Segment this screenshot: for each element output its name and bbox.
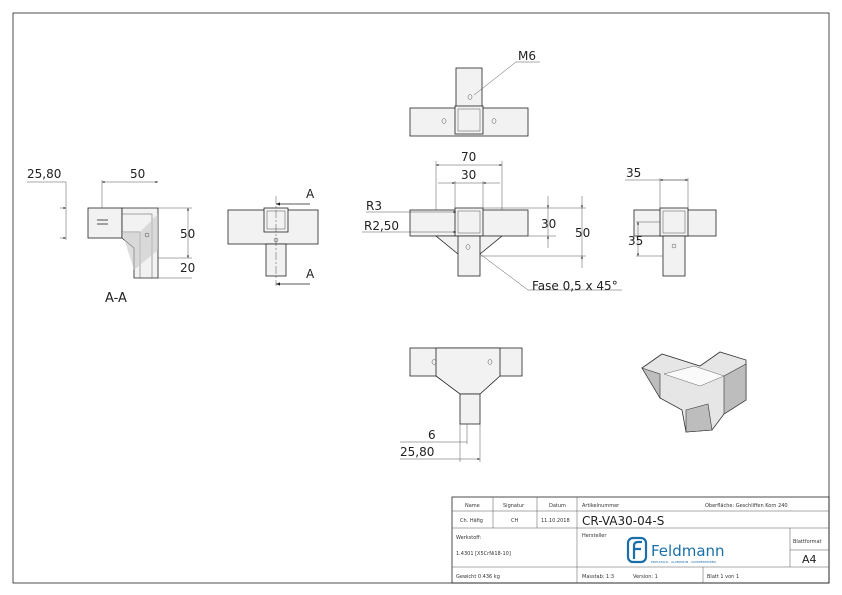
name-value: Ch. Häfig [460, 518, 483, 524]
dim-30-width: 30 [461, 168, 476, 182]
feldmann-logo: Feldmann EDELSTAHL · ALUMINIUM · SCHMIED… [626, 536, 725, 564]
thread-label: M6 [518, 49, 536, 63]
werkstoff-value: 1.4301 [X5CrNi18-10] [456, 551, 511, 557]
artikelnummer-label: Artikelnummer [582, 503, 620, 509]
section-marker-top: A [306, 187, 315, 201]
signatur-value: CH [511, 518, 518, 524]
front-view: 70 30 R3 R2,50 30 50 Fase 0,5 x 45° [362, 150, 622, 293]
logo-text: Feldmann [651, 542, 725, 560]
signatur-label: Signatur [503, 503, 525, 509]
version: Version: 1 [633, 574, 658, 580]
oberflaeche: Oberfläche: Geschliffen Korn 240 [705, 503, 788, 509]
logo-subtext: EDELSTAHL · ALUMINIUM · SCHMIEDEEISEN [651, 560, 716, 564]
gewicht: Gewicht 0.436 kg [456, 574, 500, 580]
dim-20: 20 [180, 261, 195, 275]
datum-value: 11.10.2018 [541, 518, 570, 524]
bottom-view: 6 25,80 [400, 347, 523, 462]
dim-6: 6 [428, 428, 436, 442]
dim-50-top: 50 [130, 167, 145, 181]
blatt: Blatt 1 von 1 [707, 574, 739, 580]
datum-label: Datum [549, 503, 566, 509]
dim-30-height: 30 [541, 217, 556, 231]
section-label: A-A [105, 291, 127, 306]
section-view-a-a: 25,80 50 50 20 A-A [27, 167, 195, 306]
dim-50-side: 50 [180, 227, 195, 241]
side-view-left: A A [227, 187, 319, 286]
top-view: M6 [409, 49, 540, 137]
title-block: Name Signatur Datum Ch. Häfig CH 11.10.2… [451, 496, 830, 584]
dim-35-height: 35 [628, 234, 643, 248]
artikelnummer-value: CR-VA30-04-S [582, 514, 664, 528]
masstab: Masstab: 1:3 [582, 574, 614, 580]
sheet-border [12, 12, 830, 584]
radius-r2-50: R2,50 [364, 219, 399, 233]
dim-25-80: 25,80 [27, 167, 61, 181]
dim-70: 70 [461, 150, 476, 164]
werkstoff-label: Werkstoff: [456, 535, 482, 541]
dim-50-height: 50 [575, 226, 590, 240]
dim-25-80-bottom: 25,80 [400, 445, 434, 459]
name-label: Name [465, 503, 480, 509]
blattformat-value: A4 [802, 553, 817, 566]
dim-35-width: 35 [626, 166, 641, 180]
hersteller-label: Hersteller [582, 533, 607, 539]
chamfer-label: Fase 0,5 x 45° [532, 279, 618, 293]
side-view-right: 35 35 [625, 166, 717, 277]
blattformat-label: Blattformat [793, 539, 822, 545]
isometric-view [641, 351, 747, 433]
section-marker-bottom: A [306, 267, 315, 281]
radius-r3: R3 [366, 199, 382, 213]
